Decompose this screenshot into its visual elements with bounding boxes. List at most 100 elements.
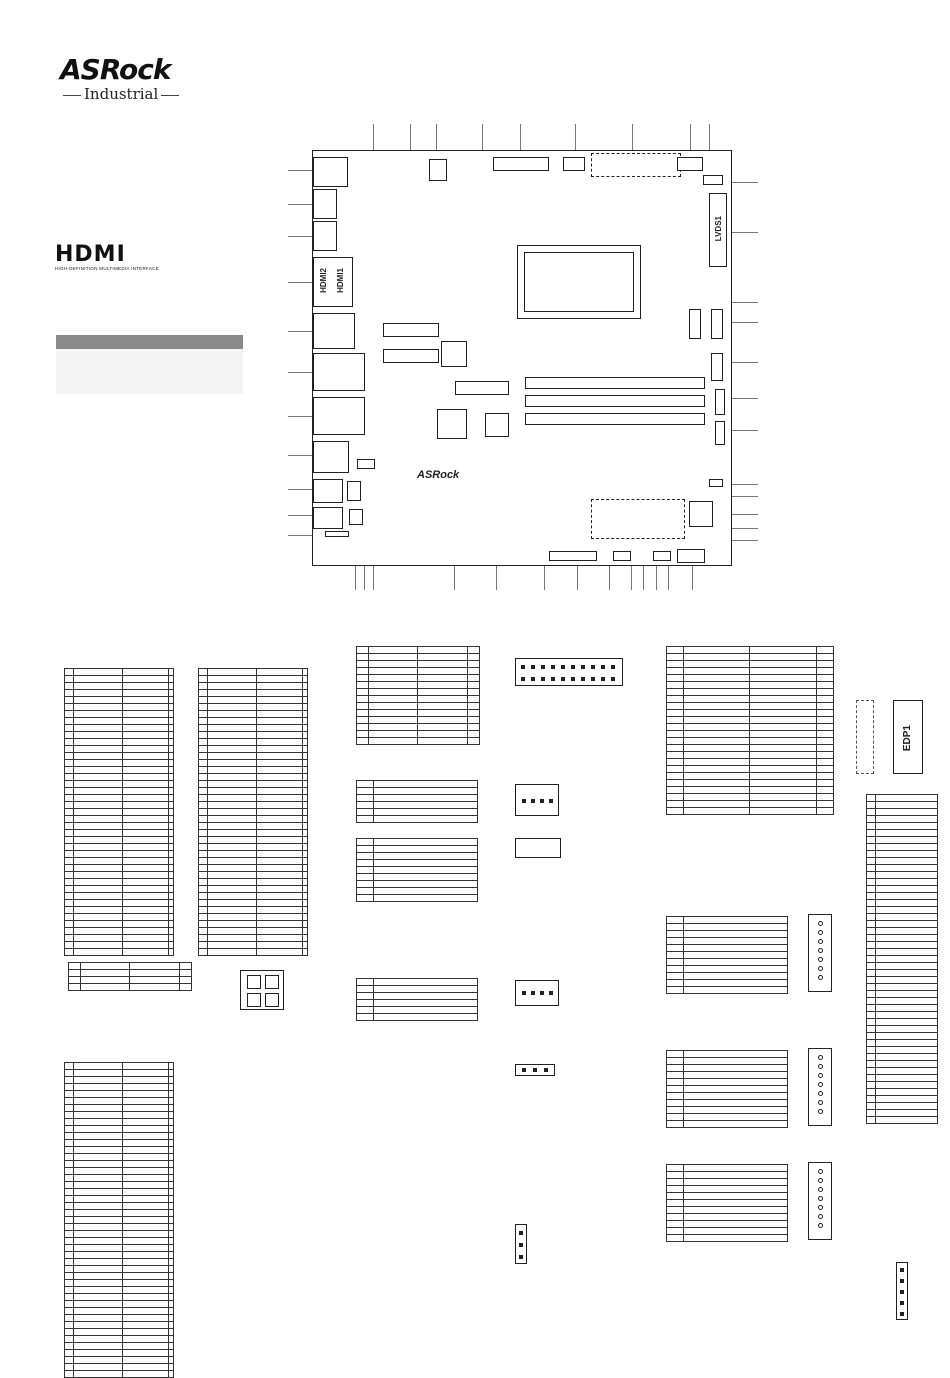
jumper-right (709, 479, 723, 487)
callout-right-4 (732, 322, 758, 323)
rear-io-port-3 (313, 221, 337, 251)
atx-power-connector (429, 159, 447, 181)
callout-bottom-11 (656, 566, 657, 590)
callout-bottom-12 (668, 566, 669, 590)
mini-pcie-slot (383, 323, 439, 337)
usb-port-stack (313, 441, 349, 473)
fan-connector-diagram-2 (515, 980, 559, 1006)
hdmi1-label: HDMI1 (336, 268, 345, 293)
callout-bottom-8 (609, 566, 610, 590)
hdmi2-label: HDMI2 (319, 268, 328, 293)
fp-pin-bot-1 (521, 677, 525, 681)
dimm-slot-2 (525, 395, 705, 407)
pin-table-left-2 (198, 668, 309, 956)
callout-left-3 (288, 236, 312, 237)
com2-pin-2 (818, 1064, 823, 1069)
pin-table-left-1 (64, 668, 175, 956)
fan2-pin-1 (522, 991, 526, 995)
m2-slot (383, 349, 439, 363)
sata-connectors (591, 153, 681, 177)
fp-pin-top-10 (611, 665, 615, 669)
com3-pin-3 (818, 1187, 823, 1192)
fan1-pin-3 (540, 799, 544, 803)
info-panel (56, 335, 243, 394)
callout-top-3 (436, 124, 437, 150)
jumperv-pin-2 (519, 1243, 523, 1247)
audio-jack-2 (313, 507, 343, 529)
jumper3-pin-2 (533, 1068, 537, 1072)
com3-pin-5 (818, 1205, 823, 1210)
fp-pin-bot-3 (541, 677, 545, 681)
hdmi-logo-text: HDMI (55, 242, 126, 267)
rear-io-port-4 (313, 313, 355, 349)
callout-left-9 (288, 489, 312, 490)
fan-header-2 (677, 157, 703, 171)
jumper-row-1 (613, 551, 631, 561)
lan-port-1 (313, 353, 365, 391)
callout-bottom-10 (643, 566, 644, 590)
fp-pin-top-8 (591, 665, 595, 669)
com2-pin-7 (818, 1109, 823, 1114)
pin-table-right-1 (666, 646, 834, 815)
com2-pin-6 (818, 1100, 823, 1105)
com1-pin-4 (818, 948, 823, 953)
usb-headers-group (591, 499, 685, 539)
pin-table-left-3 (64, 1062, 175, 1378)
callout-top-5 (520, 124, 521, 150)
jumper-top (703, 175, 723, 185)
com-header-1 (689, 309, 701, 339)
callout-left-2 (288, 204, 312, 205)
fp-pin-top-5 (561, 665, 565, 669)
bios-chip (455, 381, 509, 395)
side-pin-3 (900, 1290, 904, 1294)
dimm-slot-1 (525, 377, 705, 389)
callout-bottom-2 (364, 566, 365, 590)
info-panel-header (56, 335, 243, 349)
lan-port-2 (313, 397, 365, 435)
fp-pin-top-2 (531, 665, 535, 669)
fp-pin-top-9 (601, 665, 605, 669)
callout-top-9 (709, 124, 710, 150)
board-logo: ASRock (417, 469, 460, 481)
com3-pin-2 (818, 1178, 823, 1183)
atx-pin-4 (265, 993, 279, 1007)
edp-label: EDP1 (902, 725, 913, 752)
callout-bottom-1 (355, 566, 356, 590)
com-header-2 (711, 309, 723, 339)
callout-left-8 (288, 455, 312, 456)
com2-pin-3 (818, 1073, 823, 1078)
callout-left-4 (288, 282, 312, 283)
dimm-slot-3 (525, 413, 705, 425)
callout-right-5 (732, 362, 758, 363)
fan1-pin-2 (531, 799, 535, 803)
fp-pin-bot-10 (611, 677, 615, 681)
com1-pin-1 (818, 921, 823, 926)
callout-right-2 (732, 232, 758, 233)
callout-bottom-6 (544, 566, 545, 590)
callout-right-8 (732, 484, 758, 485)
buzzer (357, 459, 375, 469)
pin-table-mid-2 (356, 780, 479, 823)
front-panel-header-2 (677, 549, 705, 563)
gpio-header (715, 389, 725, 415)
callout-top-1 (373, 124, 374, 150)
chip-3 (485, 413, 509, 437)
fp-pin-bot-8 (591, 677, 595, 681)
pin-table-edp (866, 794, 939, 1124)
side-pin-5 (900, 1312, 904, 1316)
callout-bottom-9 (631, 566, 632, 590)
fp-pin-top-6 (571, 665, 575, 669)
side-pin-4 (900, 1301, 904, 1305)
fp-pin-top-4 (551, 665, 555, 669)
audio-header (347, 481, 361, 501)
fan2-pin-4 (549, 991, 553, 995)
spdif-header (349, 509, 363, 525)
cpu-die (524, 252, 634, 312)
com2-pin-1 (818, 1055, 823, 1060)
front-panel-header (493, 157, 549, 171)
fp-pin-bot-5 (561, 677, 565, 681)
com-connector-diagram-2 (808, 1048, 832, 1126)
callout-right-7 (732, 430, 758, 431)
callout-right-10 (732, 514, 758, 515)
fp-pin-bot-4 (551, 677, 555, 681)
